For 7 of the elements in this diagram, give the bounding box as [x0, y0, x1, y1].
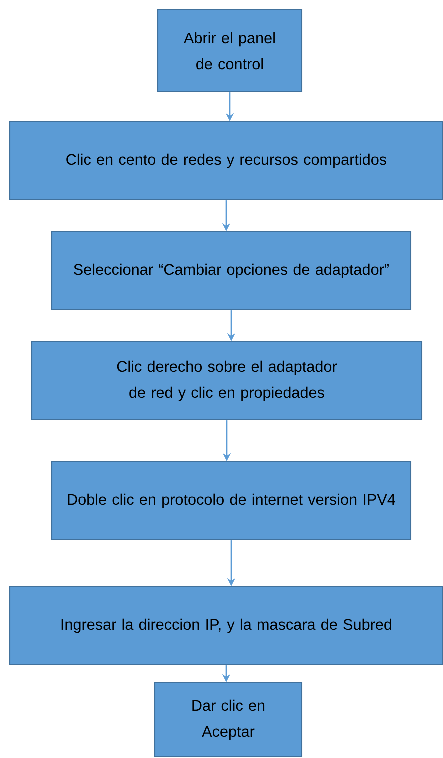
process-box: Doble clic en protocolo de internet version IPV4: [51, 461, 412, 541]
process-box: Clic derecho sobre el adaptador de red y clic en propiedades: [31, 341, 423, 421]
process-box: Abrir el panel de control: [157, 9, 303, 93]
process-box: Seleccionar “Cambiar opciones de adaptador”: [51, 231, 412, 311]
process-box: Ingresar la direccion IP, y la mascara de Subred: [9, 586, 443, 666]
process-box: Clic en cento de redes y recursos compartidos: [9, 121, 443, 201]
process-box: Dar clic en Aceptar: [154, 682, 303, 758]
